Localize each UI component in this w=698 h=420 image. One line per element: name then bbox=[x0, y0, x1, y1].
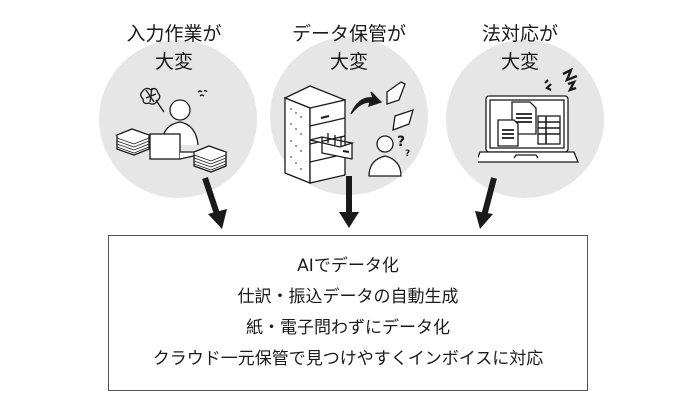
problem-title-line2: 大変 bbox=[329, 51, 368, 73]
filing-cabinet-confused-person-icon: ? ? bbox=[283, 81, 414, 184]
person-at-laptop-with-paper-stacks-icon bbox=[115, 87, 228, 173]
problem-title-line1: 法対応が bbox=[481, 23, 558, 45]
problem-label-legal: 法対応が 大変 bbox=[430, 20, 610, 76]
svg-text:?: ? bbox=[397, 134, 405, 150]
laptop-with-documents-icon bbox=[478, 68, 579, 163]
problem-title-line2: 大変 bbox=[154, 51, 193, 73]
arrow-down-storage bbox=[339, 176, 359, 228]
svg-text:?: ? bbox=[405, 149, 410, 159]
solution-line-paper-electronic: 紙・電子問わずにデータ化 bbox=[246, 318, 450, 338]
solution-box: AIでデータ化 仕訳・振込データの自動生成 紙・電子問わずにデータ化 クラウド一… bbox=[108, 235, 588, 391]
problem-label-storage: データ保管が 大変 bbox=[259, 20, 439, 76]
solution-line-cloud-invoice: クラウド一元保管で見つけやすくインボイスに対応 bbox=[152, 349, 544, 369]
problem-title-line2: 大変 bbox=[500, 51, 539, 73]
arrow-down-legal bbox=[475, 177, 497, 229]
solution-line-auto-generation: 仕訳・振込データの自動生成 bbox=[237, 287, 459, 307]
arrow-down-input bbox=[202, 177, 227, 229]
problem-title-line1: データ保管が bbox=[291, 23, 406, 45]
solution-line-ai-data: AIでデータ化 bbox=[297, 256, 399, 276]
problem-label-input: 入力作業が 大変 bbox=[84, 20, 264, 76]
problem-title-line1: 入力作業が bbox=[126, 23, 222, 45]
